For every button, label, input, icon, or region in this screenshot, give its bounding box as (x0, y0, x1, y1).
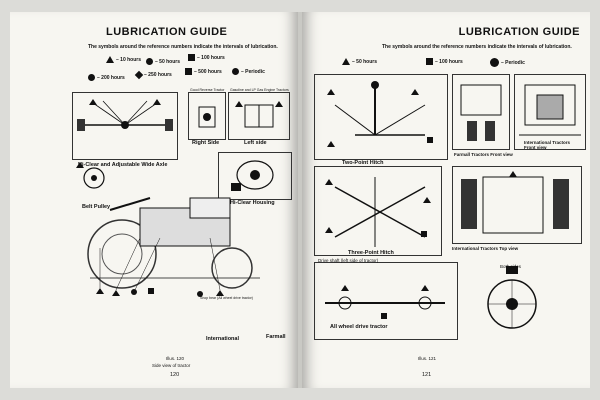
three-point-hitch-diagram (314, 166, 442, 256)
page-subtitle: The symbols around the reference numbers… (382, 44, 572, 50)
two-point-hitch-diagram (314, 74, 448, 160)
legend-item: – 50 hours (146, 58, 180, 65)
shop-bear-caption: Shop bear (All wheel drive tractor) (200, 296, 253, 300)
legend-item: – 200 hours (88, 74, 125, 81)
diamond-icon (134, 70, 144, 80)
international-front-caption: International Tractors Front view (524, 140, 571, 150)
legend-item: – Periodic (232, 68, 265, 75)
axle-diagram (72, 92, 178, 160)
square-icon (185, 68, 192, 75)
right-side-diagram (188, 92, 226, 140)
international-front-diagram (514, 74, 586, 150)
international-caption: International (206, 336, 240, 342)
right-page: LUBRICATION GUIDE The symbols around the… (302, 12, 590, 388)
all-wheel-caption: All wheel drive tractor (330, 324, 388, 330)
square-icon (188, 54, 195, 61)
axle-drawing (77, 99, 173, 131)
circle-icon (146, 58, 153, 65)
international-top-caption: International Tractors Top view (452, 246, 519, 251)
left-side-diagram (228, 92, 290, 140)
book-gutter (298, 12, 302, 388)
circle-icon (490, 58, 499, 67)
hi-clear-housing-diagram (218, 152, 292, 200)
legend-item: – 100 hours (426, 58, 463, 65)
illus-label: Illus. 121 (418, 356, 437, 361)
illus-label: Illus. 120 (166, 356, 185, 361)
triangle-icon (342, 58, 350, 65)
farmall-front-diagram (452, 74, 510, 150)
axle-caption: Hi-Clear and Adjustable Wide Axle (78, 162, 168, 168)
side-view-caption: Side view of tractor (152, 363, 191, 368)
left-page: LUBRICATION GUIDE The symbols around the… (10, 12, 298, 388)
both-sides-caption: Both sides (500, 264, 522, 269)
two-point-hitch-caption: Two-Point Hitch (342, 160, 384, 166)
legend-item: – 100 hours (188, 54, 225, 61)
farmall-front-caption: Farmall Tractors Front view (454, 152, 513, 157)
drive-shaft-caption: Drive shaft (left side of tractor) (318, 258, 379, 263)
page-number: 121 (422, 372, 432, 378)
legend-item: – 50 hours (342, 58, 377, 65)
square-icon (426, 58, 433, 65)
legend-item: – 500 hours (185, 68, 222, 75)
belt-pulley-caption: Belt Pulley (82, 204, 111, 210)
hexagon-icon (88, 74, 95, 81)
right-side-caption: Right Side (192, 140, 220, 146)
tractor-side-view-drawing (87, 197, 260, 297)
international-top-diagram (452, 166, 582, 244)
page-subtitle: The symbols around the reference numbers… (88, 44, 278, 50)
page-number: 120 (170, 372, 180, 378)
three-point-hitch-caption: Three-Point Hitch (348, 250, 394, 256)
page-title: LUBRICATION GUIDE (106, 26, 228, 38)
hi-clear-housing-caption: Hi-Clear Housing (230, 200, 275, 206)
wheel-detail-drawing (487, 266, 537, 329)
page-title: LUBRICATION GUIDE (458, 26, 580, 38)
legend-item: – 250 hours (134, 70, 172, 80)
legend-item: – Periodic (490, 58, 525, 67)
belt-pulley-diagram (72, 160, 112, 202)
triangle-icon (106, 56, 114, 63)
left-side-caption: Left side (244, 140, 267, 146)
drive-shaft-diagram (314, 262, 458, 340)
circle-icon (232, 68, 239, 75)
legend-item: – 10 hours (106, 56, 141, 63)
farmall-caption: Farmall (266, 334, 286, 340)
